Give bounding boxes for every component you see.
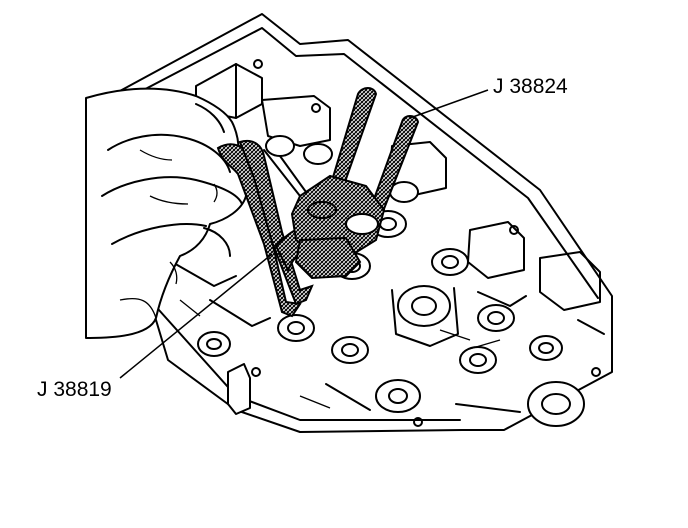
callout-j38824: J 38824 <box>493 75 568 98</box>
tool-j38824 <box>263 87 420 280</box>
leader-line-j38824 <box>409 89 489 119</box>
technician-hand <box>85 87 248 339</box>
callout-j38819: J 38819 <box>37 378 112 401</box>
leader-line-j38819 <box>119 253 273 379</box>
